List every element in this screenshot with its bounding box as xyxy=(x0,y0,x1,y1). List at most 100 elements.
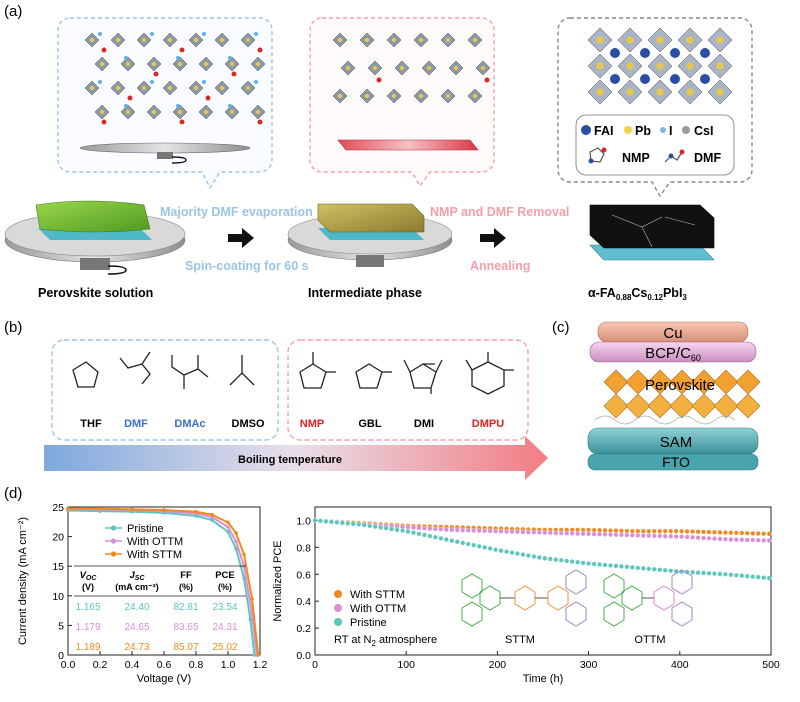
stability-point xyxy=(547,556,553,562)
legend-marker xyxy=(110,551,117,557)
pb-atom xyxy=(177,109,183,115)
stability-point xyxy=(328,519,334,525)
stability-point xyxy=(646,533,652,539)
x-tick-label: 0.4 xyxy=(125,659,140,671)
legend-label: Pristine xyxy=(127,523,164,535)
oxygen-atom xyxy=(231,71,237,77)
table-unit-pce: (%) xyxy=(218,582,232,592)
stability-point xyxy=(739,530,745,536)
legend-marker xyxy=(334,604,342,612)
iodide-atom xyxy=(98,32,102,36)
pb-atom xyxy=(337,37,343,43)
x-tick-label: 1.2 xyxy=(253,659,268,671)
stability-point xyxy=(504,549,509,555)
stability-point xyxy=(558,530,564,536)
panel-b-label: (b) xyxy=(4,319,22,336)
table-cell: 82.81 xyxy=(173,602,198,613)
pb-atom xyxy=(115,85,121,91)
stability-point xyxy=(449,527,455,533)
table-cell: 1.179 xyxy=(75,622,100,633)
stability-point xyxy=(476,543,482,549)
stability-point xyxy=(695,570,701,576)
stability-point xyxy=(717,529,723,535)
oxygen-atom xyxy=(179,47,185,53)
stability-point xyxy=(597,562,602,567)
oxygen-atom xyxy=(101,47,107,53)
stability-point xyxy=(755,537,761,543)
stability-point xyxy=(613,563,619,569)
octahedron xyxy=(603,369,629,395)
jv-point xyxy=(256,653,261,657)
stability-point xyxy=(318,518,323,524)
jv-point xyxy=(210,518,214,522)
iodide-atom xyxy=(202,32,206,36)
stability-point xyxy=(766,531,772,537)
y-tick-label: 10 xyxy=(52,591,64,603)
legend-marker xyxy=(334,618,342,626)
table-unit-ff: (%) xyxy=(179,582,193,592)
stability-point xyxy=(482,544,488,550)
stability-point xyxy=(684,528,690,534)
stability-point xyxy=(668,533,674,539)
pb-atom xyxy=(141,85,147,91)
stability-point xyxy=(586,531,592,537)
pb-atom xyxy=(472,93,478,99)
perovskite-octahedra xyxy=(603,369,761,419)
stability-point xyxy=(345,520,351,526)
stability-point xyxy=(608,562,613,568)
jv-point xyxy=(234,531,238,535)
solvent-dmac: DMAc xyxy=(174,418,205,430)
pb-atom xyxy=(337,93,343,99)
stability-point xyxy=(646,566,652,572)
layer-perovskite: Perovskite xyxy=(645,377,715,394)
stability-point xyxy=(717,571,723,577)
arrow-right-icon xyxy=(228,228,254,248)
solvent-gbl: GBL xyxy=(358,418,382,430)
pb-icon xyxy=(624,126,632,134)
ottm-structure xyxy=(603,569,693,627)
pb-atom xyxy=(426,65,432,71)
jv-point xyxy=(226,525,230,529)
legend-i: I xyxy=(669,124,672,138)
pb-atom xyxy=(716,36,724,44)
table-cell: 24.40 xyxy=(124,602,149,613)
stability-point xyxy=(586,561,592,566)
stability-point xyxy=(624,564,630,570)
x-axis-label: Voltage (V) xyxy=(137,673,191,685)
stability-point xyxy=(498,528,504,534)
stability-point xyxy=(383,525,389,531)
stability-point xyxy=(657,528,663,534)
pb-atom xyxy=(626,88,634,96)
stability-point xyxy=(701,529,706,535)
stability-point xyxy=(493,528,499,534)
x-tick-label: 100 xyxy=(397,659,415,671)
legend-dmf: DMF xyxy=(694,151,721,165)
step2-top-label: NMP and DMF Removal xyxy=(430,205,569,219)
stability-point xyxy=(553,530,559,536)
stability-point xyxy=(427,526,433,532)
csi-icon xyxy=(682,126,690,134)
stage-solution-label: Perovskite solution xyxy=(38,286,153,300)
stability-point xyxy=(635,565,641,571)
table-header-pce: PCE xyxy=(215,570,235,581)
stability-point xyxy=(575,559,581,565)
stability-point xyxy=(635,528,641,534)
table-cell: 24.73 xyxy=(124,642,149,653)
stability-point xyxy=(728,572,734,578)
stability-point xyxy=(487,546,493,551)
fa-cation xyxy=(640,48,650,58)
stability-point xyxy=(378,525,384,530)
stability-point xyxy=(750,530,756,536)
stability-point xyxy=(389,526,395,532)
stability-point xyxy=(695,529,701,535)
iodide-atom xyxy=(124,104,128,108)
stability-point xyxy=(520,552,526,558)
table-unit-jsc: (mA cm⁻²) xyxy=(115,582,158,592)
sttm-label: STTM xyxy=(505,634,535,646)
boiling-arrow-label: Boiling temperature xyxy=(238,454,342,466)
device-stack: Cu BCP/C60 Perovskite SAM FTO xyxy=(587,321,761,471)
stability-point xyxy=(679,528,685,534)
legend-label: With OTTM xyxy=(350,603,406,615)
solvent-dmi: DMI xyxy=(414,418,434,430)
